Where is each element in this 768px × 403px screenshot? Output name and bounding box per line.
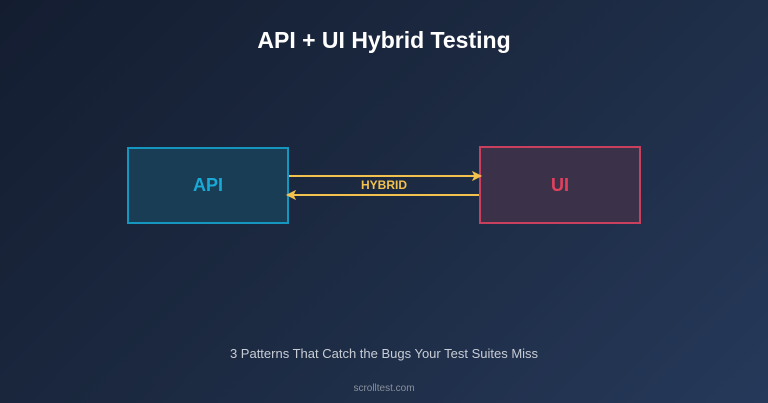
api-box-label: API [192, 175, 223, 195]
ui-box: UI [479, 146, 641, 224]
arrow-right-icon [289, 170, 483, 182]
api-box: API [127, 147, 289, 224]
ui-box-label: UI [551, 174, 569, 195]
arrow-left-icon [285, 189, 479, 201]
hybrid-label: HYBRID [360, 178, 407, 192]
subtitle: 3 Patterns That Catch the Bugs Your Test… [229, 346, 539, 361]
page-title: API + UI Hybrid Testing [257, 27, 511, 53]
footer-domain: scrolltest.com [353, 383, 415, 394]
